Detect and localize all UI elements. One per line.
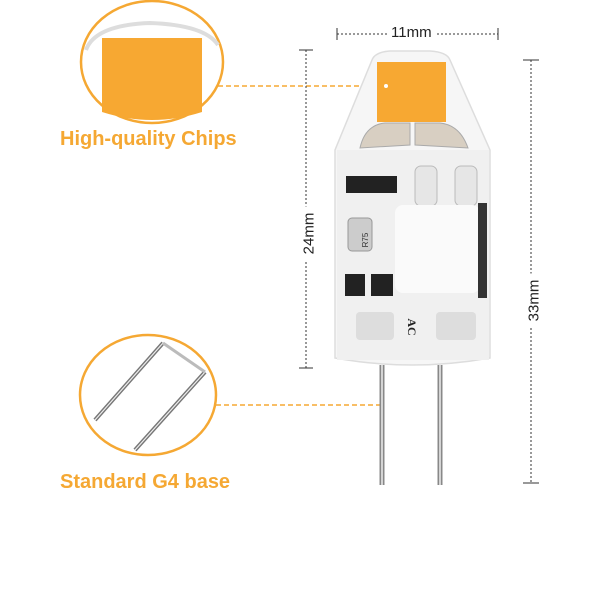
width-dimension: 11mm xyxy=(388,24,435,41)
chip-callout-circle xyxy=(79,0,225,125)
resistor-marking: R75 xyxy=(361,232,370,247)
total-height-dimension: 33mm xyxy=(525,273,543,328)
base-label: Standard G4 base xyxy=(60,471,231,493)
chips-label: High-quality Chips xyxy=(60,128,237,150)
body-height-dimension: 24mm xyxy=(300,206,318,261)
base-callout-circle xyxy=(78,333,218,457)
ac-marking: AC xyxy=(405,318,419,335)
g4-bulb xyxy=(334,50,491,485)
led-chip xyxy=(377,62,446,122)
